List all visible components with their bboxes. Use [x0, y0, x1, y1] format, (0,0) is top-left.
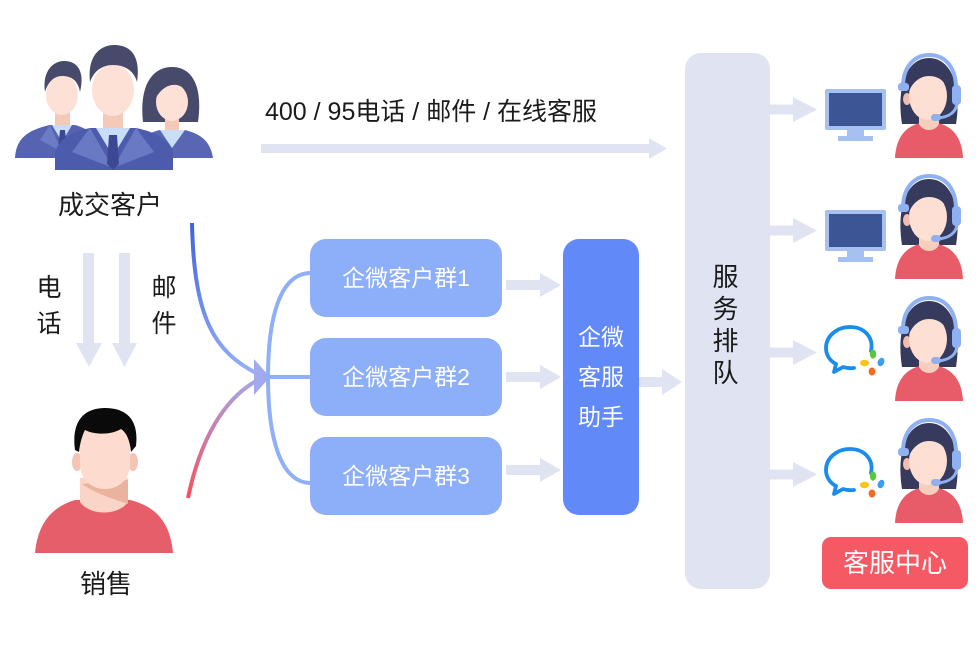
assistant-label-line: 企微 — [578, 324, 624, 350]
sales-flow-curve — [186, 378, 259, 499]
headset-agent-icon — [895, 173, 963, 279]
queue-to-agent-arrow — [770, 97, 817, 122]
service-queue-label: 服务排队 — [709, 263, 739, 391]
customer-group-box-3: 企微客户群3 — [310, 437, 502, 515]
queue-to-agent-arrow — [770, 462, 817, 487]
group-3-to-assistant-arrow — [506, 458, 561, 482]
headset-agent-icon — [895, 52, 963, 158]
headset-agent-icon — [895, 417, 963, 523]
service-center-badge: 客服中心 — [822, 537, 968, 589]
assistant-to-queue-arrow — [639, 369, 682, 395]
wecom-service-assistant-box: 企微 客服 助手 — [563, 239, 639, 515]
salesperson-icon — [35, 408, 173, 553]
monitor-icon — [825, 89, 886, 141]
service-agent-row — [770, 173, 970, 279]
wecom-icon — [824, 447, 885, 498]
service-agent-row — [770, 295, 970, 401]
customer-group-box-1: 企微客户群1 — [310, 239, 502, 317]
group-2-to-assistant-arrow — [506, 365, 561, 389]
customer-flow-curve — [190, 222, 259, 376]
service-agent-row — [770, 52, 970, 158]
assistant-label-line: 客服 — [578, 364, 624, 390]
customer-group-icon — [15, 45, 213, 170]
customer-man-left — [15, 61, 102, 158]
service-agent-row — [770, 417, 970, 523]
customer-man-center — [55, 45, 173, 170]
top-channel-label: 400 / 95电话 / 邮件 / 在线客服 — [265, 98, 598, 126]
phone-down-arrow — [76, 253, 102, 367]
group-1-to-assistant-arrow — [506, 273, 561, 297]
service-queue-bar — [685, 53, 770, 589]
monitor-icon — [825, 210, 886, 262]
queue-to-agent-arrow — [770, 340, 817, 365]
phone-channel-label: 电话 — [33, 274, 61, 346]
sales-label: 销售 — [80, 569, 133, 599]
wecom-icon — [824, 325, 885, 376]
queue-to-agent-arrow — [770, 218, 817, 243]
headset-agent-icon — [895, 295, 963, 401]
assistant-label-line: 助手 — [578, 404, 624, 430]
email-down-arrow — [112, 253, 137, 367]
customers-label: 成交客户 — [58, 190, 163, 220]
email-channel-label: 邮件 — [148, 274, 176, 346]
customer-group-box-2: 企微客户群2 — [310, 338, 502, 416]
top-channel-arrow — [261, 138, 667, 159]
merge-arrowhead — [254, 359, 270, 395]
